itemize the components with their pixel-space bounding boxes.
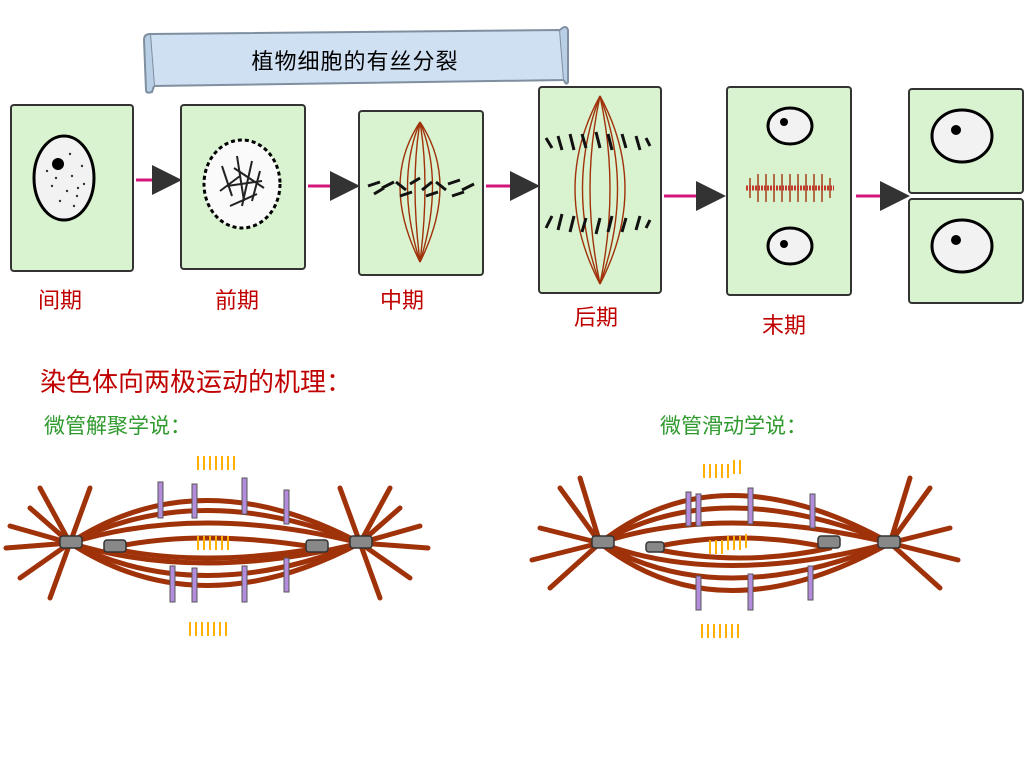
- spindle-depolymerization-diagram: [3, 456, 431, 636]
- label-anaphase: 后期: [574, 306, 619, 331]
- theory-right-heading: 微管滑动学说：: [660, 414, 807, 438]
- label-prophase: 前期: [215, 289, 260, 314]
- theory-left-heading: 微管解聚学说：: [44, 414, 191, 438]
- cell-anaphase: [538, 86, 662, 294]
- mechanism-heading: 染色体向两极运动的机理：: [40, 368, 353, 398]
- cell-daughter-top: [908, 88, 1024, 194]
- cell-daughter-bottom: [908, 198, 1024, 304]
- cell-metaphase: [358, 110, 484, 276]
- label-interphase: 间期: [38, 289, 83, 314]
- label-metaphase: 中期: [380, 289, 425, 314]
- page-title: 植物细胞的有丝分裂: [251, 50, 459, 75]
- cell-interphase: [10, 104, 134, 272]
- phase-arrows: [136, 165, 910, 211]
- cell-prophase: [180, 104, 306, 270]
- title-banner: 植物细胞的有丝分裂: [140, 22, 570, 94]
- cell-telophase: [726, 86, 852, 296]
- spindle-sliding-diagram: [529, 460, 961, 638]
- label-telophase: 末期: [762, 314, 807, 339]
